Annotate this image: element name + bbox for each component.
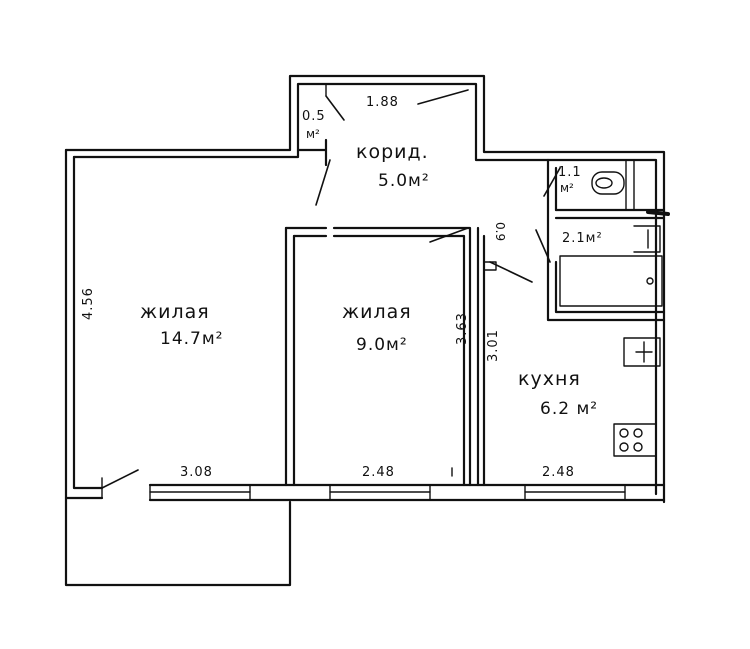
room-name-kitchen: кухня — [518, 368, 581, 390]
room-name-corridor: корид. — [356, 141, 429, 163]
toilet-icon — [591, 171, 625, 195]
dim-kitchen-depth: 3.01 — [486, 329, 501, 362]
kitchen-sink-icon — [623, 337, 661, 367]
door-small-room — [429, 227, 469, 243]
door-large-room — [315, 159, 331, 206]
dim-bath-passage: 0.9 — [493, 222, 507, 241]
dim-large-room-width: 3.08 — [180, 465, 213, 480]
door-kitchen — [489, 261, 533, 283]
toilet-area-value: 1.1 — [558, 165, 582, 180]
bathroom-area: 2.1м² — [562, 231, 603, 246]
doors — [101, 89, 561, 499]
room-name-small-living: жилая — [342, 301, 412, 323]
dim-small-room-depth: 3.63 — [455, 312, 470, 345]
door-balcony — [101, 469, 139, 489]
bathtub-icon — [559, 255, 663, 307]
door-closet — [325, 95, 345, 121]
room-area-small-living: 9.0м² — [356, 335, 408, 355]
fixtures — [451, 171, 670, 477]
bath-sink-icon — [633, 225, 661, 253]
room-area-corridor: 5.0м² — [378, 171, 430, 191]
dim-kitchen-width: 2.48 — [542, 465, 575, 480]
room-name-large-living: жилая — [140, 301, 210, 323]
door-toilet — [543, 167, 561, 197]
dim-small-room-width: 2.48 — [362, 465, 395, 480]
room-area-kitchen: 6.2 м² — [540, 399, 598, 419]
dim-corridor-width: 1.88 — [366, 95, 399, 110]
door-bathroom — [535, 229, 551, 263]
stove-icon — [613, 423, 657, 457]
closet-area-value: 0.5 — [302, 109, 326, 124]
interior-walls — [284, 83, 666, 487]
dimension-labels: 1.88 4.56 3.08 3.63 2.48 3.01 2.48 0.9 — [81, 95, 575, 480]
room-labels: жилая 14.7м² жилая 9.0м² корид. 5.0м² ку… — [140, 109, 603, 419]
closet-area-unit: м² — [306, 127, 320, 141]
toilet-area-unit: м² — [560, 181, 574, 195]
dim-large-room-depth: 4.56 — [81, 287, 96, 320]
door-corridor-entry — [417, 89, 469, 105]
room-area-large-living: 14.7м² — [160, 329, 224, 349]
outer-walls — [64, 74, 666, 587]
